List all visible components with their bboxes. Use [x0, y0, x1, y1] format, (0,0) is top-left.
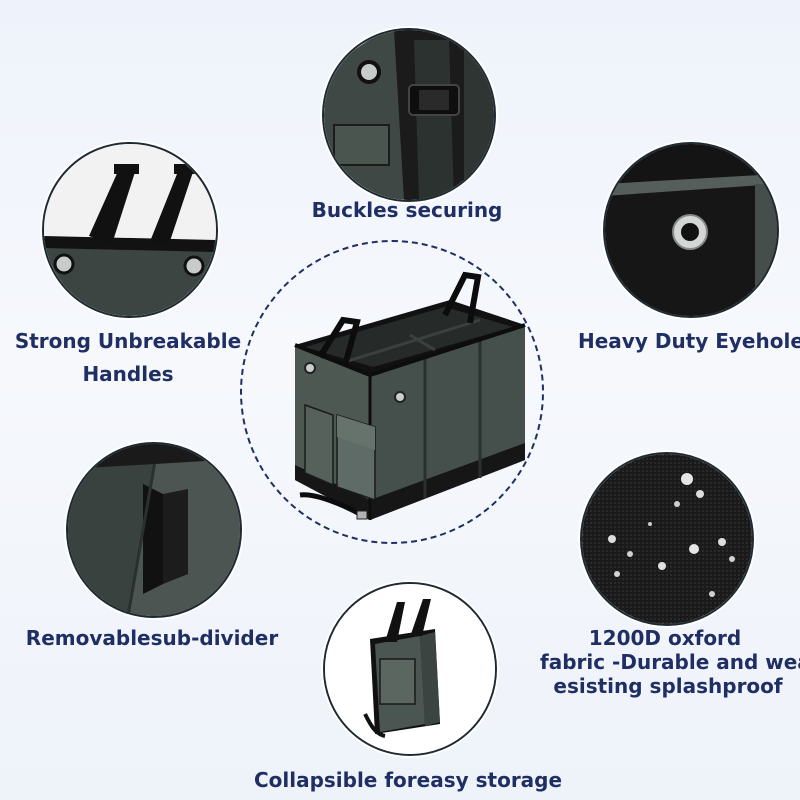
- label-oxford-fabric-line1: 1200D oxford: [588, 626, 742, 650]
- sub-divider-closeup-image: [66, 442, 242, 618]
- label-oxford-fabric-line2: fabric -Durable and wear: [540, 650, 800, 674]
- label-removable-sub-divider: Removablesub-divider: [25, 626, 279, 650]
- oxford-fabric-closeup-image: [580, 452, 754, 626]
- label-strong-handles-line2: Handles: [82, 362, 174, 386]
- collapsible-organizer-image: [323, 582, 497, 756]
- label-heavy-duty-eyeholes: Heavy Duty Eyeholes: [578, 329, 800, 353]
- label-oxford-fabric-line3: esisting splashproof: [553, 674, 783, 698]
- trunk-organizer-image: [275, 265, 535, 535]
- buckles-closeup-image: [322, 28, 496, 202]
- handles-closeup-image: [42, 142, 218, 318]
- dashed-center-ring: [240, 240, 544, 544]
- label-buckles-securing: Buckles securing: [311, 198, 503, 222]
- label-strong-handles-line1: Strong Unbreakable: [14, 329, 242, 353]
- label-collapsible-storage: Collapsible foreasy storage: [253, 768, 563, 792]
- eyeholes-closeup-image: [603, 142, 779, 318]
